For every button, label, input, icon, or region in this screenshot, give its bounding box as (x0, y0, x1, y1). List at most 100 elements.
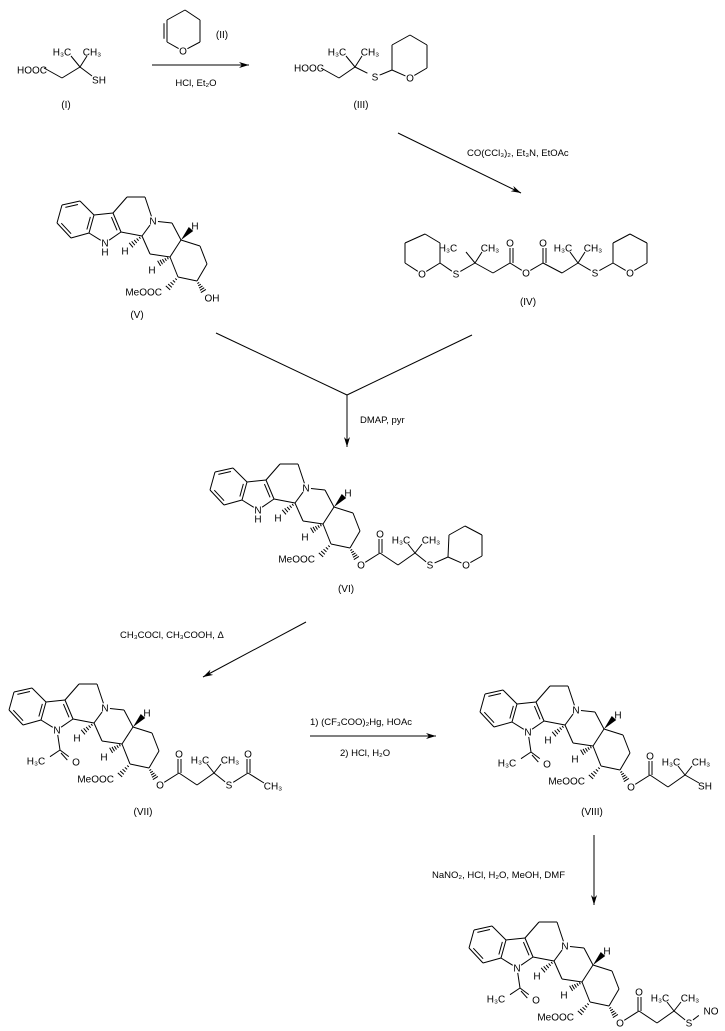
bond (364, 552, 381, 563)
bond (397, 552, 416, 566)
atom-label: O (635, 988, 643, 999)
hashed-bond (152, 775, 159, 781)
hashed-bond (586, 1003, 590, 1006)
reagent-step5b: 2) HCl, H₂O (340, 748, 390, 759)
bond (151, 732, 160, 752)
bond (60, 718, 74, 728)
bond (594, 711, 605, 730)
reagent-step6: NaNO₂, HCl, H₂O, MeOH, DMF (432, 870, 565, 881)
atom-label: O (543, 760, 551, 771)
bond (553, 960, 563, 980)
reagent-step1: HCl, Et₂O (175, 78, 216, 89)
bond (166, 9, 186, 21)
bond (666, 1001, 675, 1012)
atom-label: CH₃ (422, 536, 441, 547)
atom-label: O (462, 561, 470, 572)
atom-label: N (101, 239, 108, 250)
bond (561, 262, 579, 274)
atom-label: H (560, 991, 567, 1002)
bond (439, 262, 453, 272)
hashed-bond (609, 1007, 612, 1009)
bond (148, 750, 160, 769)
hashed-bond (111, 746, 115, 752)
bond (535, 685, 551, 703)
atom-label: MeOOC (537, 1013, 574, 1024)
hashed-bond (85, 726, 90, 731)
hashed-bond (165, 285, 171, 291)
hashed-bond (319, 524, 322, 527)
bond (522, 941, 530, 956)
hashed-bond (117, 772, 123, 778)
hashed-bond (578, 982, 581, 985)
hashed-bond (151, 774, 157, 778)
bond (61, 66, 81, 79)
atom-label: O (72, 758, 80, 769)
bond (101, 740, 123, 745)
hashed-bond (162, 258, 165, 263)
atom-label: H (301, 533, 308, 544)
bond (684, 765, 693, 776)
compound-label-IV: (IV) (520, 297, 536, 308)
bond (482, 957, 502, 964)
bond (581, 964, 594, 983)
hashed-bond (352, 554, 358, 558)
bond (629, 233, 648, 244)
bond (93, 711, 103, 724)
hashed-bond (582, 748, 586, 754)
hashed-bond (622, 776, 628, 780)
bond (108, 231, 122, 241)
bond (447, 534, 450, 558)
compound-label-VI: (VI) (338, 584, 354, 595)
bond (93, 722, 103, 742)
bond (500, 957, 514, 966)
hashed-bond (149, 770, 154, 774)
bond (177, 276, 198, 282)
atom-label: HOOC (294, 64, 324, 75)
hashed-bond (88, 725, 92, 729)
atom-label: H (614, 711, 621, 722)
bond (692, 1015, 700, 1021)
bond (426, 262, 441, 272)
atom-label: N (572, 706, 579, 717)
bond (149, 253, 171, 258)
bond (424, 233, 441, 244)
bond (70, 55, 81, 68)
bond (479, 693, 486, 713)
bond (265, 479, 275, 500)
bond (169, 256, 179, 278)
bond (241, 499, 255, 508)
hashed-bond (199, 287, 205, 291)
atom-label: H (100, 753, 107, 764)
bond (634, 774, 651, 785)
bond (346, 334, 473, 396)
atom-label: CH₃ (481, 244, 500, 255)
hashed-bond (159, 259, 163, 265)
atom-label: H₃C (27, 757, 46, 768)
atom-label: H₃C (554, 244, 573, 255)
atom-label: CH₃ (264, 782, 283, 793)
hashed-bond (119, 770, 125, 775)
hashed-bond (133, 239, 138, 244)
atom-label: O (627, 783, 635, 794)
hashed-bond (126, 765, 130, 768)
bond (121, 743, 131, 765)
hashed-bond (620, 772, 625, 776)
bond (520, 990, 528, 999)
bond (8, 691, 15, 711)
wedge-bond (604, 715, 617, 729)
atom-label: NO (704, 1007, 719, 1018)
bond (265, 463, 281, 481)
hashed-bond (174, 278, 178, 281)
bond (414, 543, 423, 554)
bond (330, 543, 351, 549)
bond (448, 525, 466, 536)
bond (535, 701, 545, 722)
bond (569, 946, 585, 949)
bond (57, 734, 61, 751)
bond (519, 987, 530, 995)
atom-label: H₃C (662, 758, 681, 769)
hashed-bond (320, 550, 326, 555)
bond (488, 693, 502, 697)
atom-label: O (418, 270, 426, 281)
